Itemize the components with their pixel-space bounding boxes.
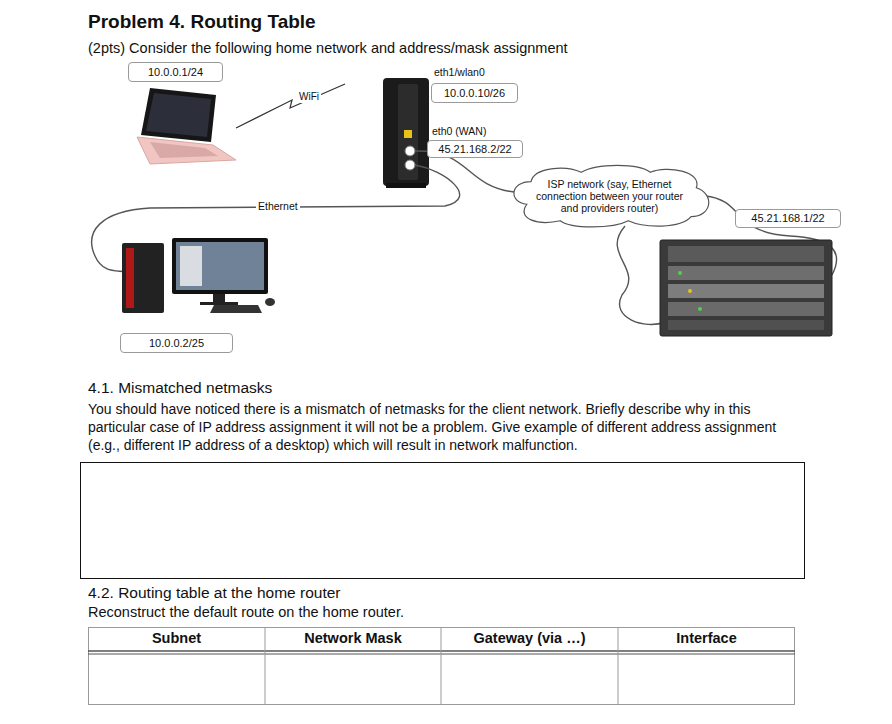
laptop-screen <box>141 88 216 142</box>
router-slot <box>668 266 824 280</box>
address-box: 10.0.0.2/25 <box>120 333 233 353</box>
home-router <box>383 78 429 186</box>
status-led <box>698 307 702 311</box>
router-slot <box>668 302 824 316</box>
cloud-node: ISP network (say, Ethernet connection be… <box>508 163 712 229</box>
router-stand <box>386 183 426 188</box>
section-heading: 4.2. Routing table at the home router <box>88 584 340 603</box>
laptop-base <box>137 137 236 164</box>
address-text: 45.21.168.2/22 <box>438 143 511 156</box>
table-header: Subnet <box>88 630 265 647</box>
monitor-foot <box>200 302 238 305</box>
cloud-shape <box>513 165 708 227</box>
table-rule <box>618 627 619 705</box>
mouse <box>265 298 275 306</box>
status-led <box>688 289 692 293</box>
router-slot <box>668 246 824 262</box>
table-rule <box>441 627 442 705</box>
status-led <box>678 271 682 275</box>
laptop-display <box>146 93 211 137</box>
router-slot <box>668 284 824 298</box>
answer-box <box>81 463 805 579</box>
cloud-text: ISP network (say, Ethernet connection be… <box>530 178 690 214</box>
table-frame <box>89 628 795 705</box>
page-title: Problem 4. Routing Table <box>88 11 316 34</box>
laptop-keyboard <box>150 142 218 158</box>
isp-router <box>660 240 832 336</box>
link-label: WiFi <box>297 91 321 103</box>
address-box: 10.0.0.1/24 <box>128 62 223 82</box>
isp-cable <box>617 226 665 324</box>
interface-label: eth1/wlan0 <box>434 66 485 79</box>
table-header: Network Mask <box>265 630 441 647</box>
address-text: 10.0.0.1/24 <box>148 66 203 79</box>
router-port <box>405 160 415 170</box>
section-heading: 4.1. Mismatched netmasks <box>88 379 272 398</box>
router-port <box>404 130 412 138</box>
monitor-stand <box>213 294 225 302</box>
monitor-screen <box>176 242 264 290</box>
address-box: 10.0.0.10/26 <box>431 83 518 103</box>
address-text: 10.0.0.2/25 <box>149 337 204 350</box>
table-header: Gateway (via …) <box>441 630 618 647</box>
screen-window <box>180 246 202 286</box>
keyboard <box>210 305 262 313</box>
interface-label: eth0 (WAN) <box>432 125 486 138</box>
monitor <box>172 238 268 294</box>
table-rule <box>265 627 266 705</box>
wifi-link <box>236 84 345 128</box>
tower-front <box>126 248 134 308</box>
router-slot <box>668 320 824 330</box>
subtitle: (2pts) Consider the following home netwo… <box>88 40 568 57</box>
instruction-text: Reconstruct the default route on the hom… <box>88 604 404 621</box>
question-text: You should have noticed there is a misma… <box>88 400 804 455</box>
table-header: Interface <box>618 630 795 647</box>
desktop-tower <box>122 243 164 313</box>
address-box: 45.21.168.2/22 <box>427 140 523 158</box>
address-text: 10.0.0.10/26 <box>444 87 505 100</box>
address-box: 45.21.168.1/22 <box>735 209 841 228</box>
router-port <box>405 146 415 156</box>
address-text: 45.21.168.1/22 <box>751 212 824 225</box>
link-label: Ethernet <box>256 200 300 213</box>
